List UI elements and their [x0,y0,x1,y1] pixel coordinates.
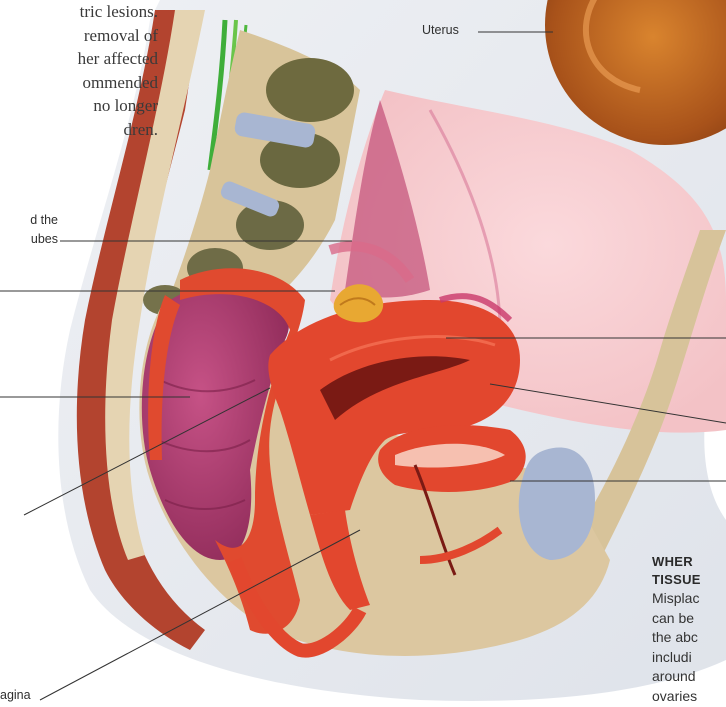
label-ovaries-tubes-line2: ubes [31,232,58,246]
label-uterus: Uterus [422,23,459,37]
intro-line: her affected [0,47,158,71]
sidebar-heading: TISSUE [652,571,726,589]
label-vagina: agina [0,688,31,702]
intro-line: removal of [0,24,158,48]
label-ovaries-tubes-line1: d the [30,213,58,227]
sidebar-line: includi [652,648,726,668]
intro-line: no longer [0,94,158,118]
sidebar-where-tissue: WHER TISSUE Misplac can be the abc inclu… [652,553,726,706]
sidebar-line: can be [652,609,726,629]
intro-line: tric lesions. [0,0,158,24]
intro-line: dren. [0,118,158,142]
sidebar-line: the abc [652,628,726,648]
intro-line: ommended [0,71,158,95]
sidebar-heading: WHER [652,553,726,571]
sidebar-line: ovaries [652,687,726,707]
intro-text: tric lesions. removal of her affected om… [0,0,158,141]
sidebar-line: around [652,667,726,687]
sidebar-line: Misplac [652,589,726,609]
